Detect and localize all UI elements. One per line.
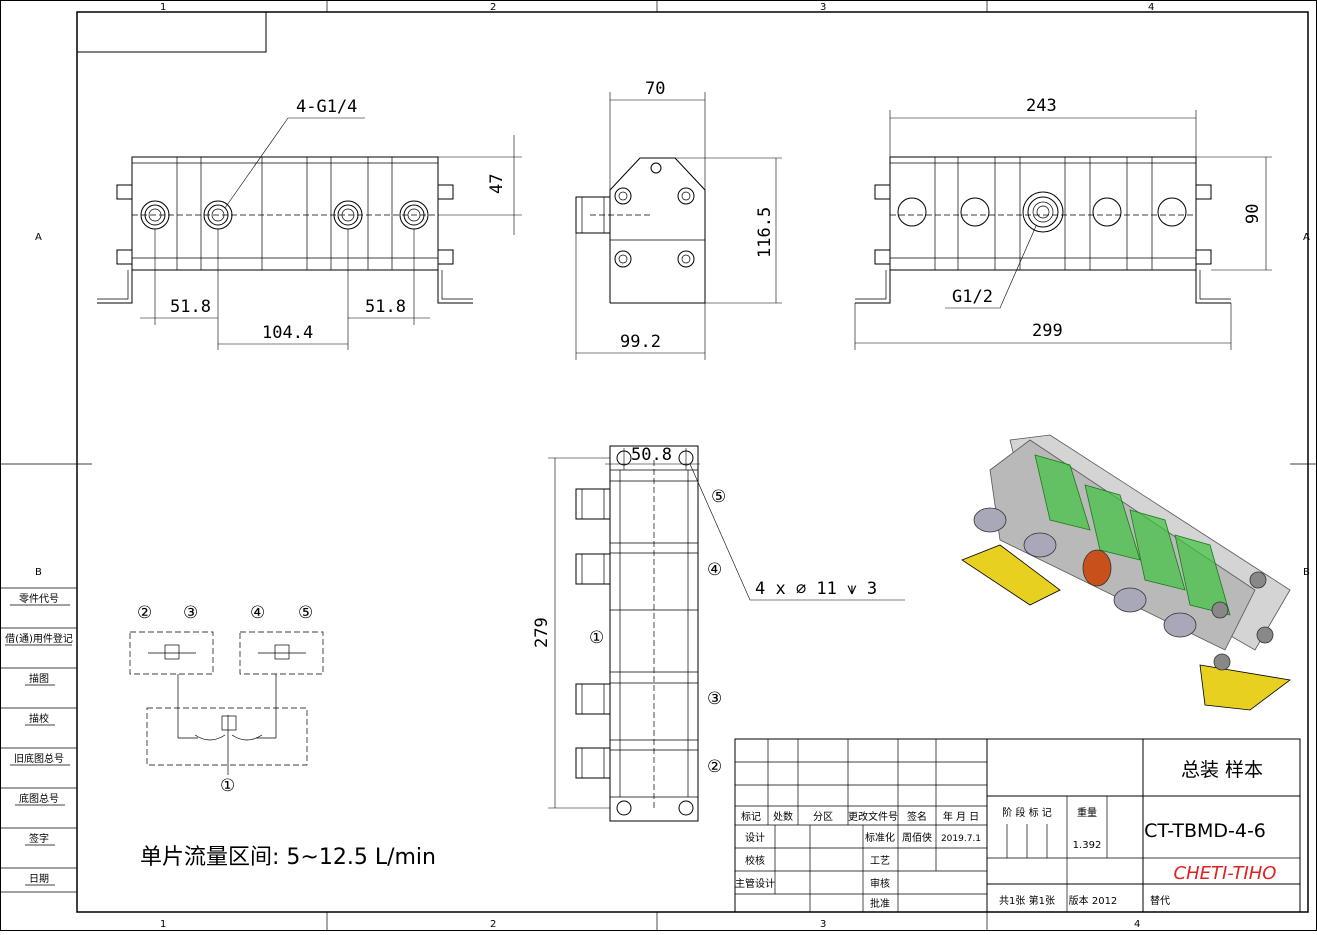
side-dim-overall-width: 99.2 xyxy=(620,332,661,352)
side-view: 70 116.5 99.2 xyxy=(575,79,782,360)
side-dim-width: 70 xyxy=(645,79,665,99)
front-dim-center-pitch: 104.4 xyxy=(262,323,313,343)
tb-header-change-doc: 更改文件号 xyxy=(848,810,898,823)
front-view: 4-G1/4 47 51.8 51.8 104.4 xyxy=(97,97,522,350)
bottom-view: 50.8 279 4 x ⌀ 11 ⩛ 3 ⑤ ④ ① ③ ② xyxy=(532,445,905,822)
zone-number-4-bottom: 4 xyxy=(1134,919,1140,930)
zone-letter-b-right: B xyxy=(1303,567,1310,578)
tb-designer-date: 2019.7.1 xyxy=(941,834,981,844)
tb-header-date: 年 月 日 xyxy=(943,810,979,823)
front-dim-right-pitch: 51.8 xyxy=(365,297,406,317)
zone-number-4: 4 xyxy=(1148,2,1154,13)
bottom-dim-hole-spacing: 50.8 xyxy=(631,445,672,465)
strip-base-number: 底图总号 xyxy=(19,792,59,805)
tb-header-count: 处数 xyxy=(773,810,793,823)
tb-replace-label: 替代 xyxy=(1150,894,1170,907)
tb-designer-name: 周佰侠 xyxy=(902,831,932,844)
zone-number-2: 2 xyxy=(490,2,496,13)
tb-version: 版本 2012 xyxy=(1069,894,1118,907)
zone-number-3: 3 xyxy=(820,2,826,13)
side-strip: 零件代号 借(通)用件登记 描图 描校 旧底图总号 底图总号 签字 日期 xyxy=(0,587,77,893)
zone-letter-b: B xyxy=(35,567,42,578)
schematic-label-4: ④ xyxy=(250,603,265,623)
strip-tracing: 描图 xyxy=(29,672,49,685)
tb-process-label: 工艺 xyxy=(870,855,890,867)
bottom-marker-4: ④ xyxy=(707,560,722,580)
bottom-hole-note: 4 x ⌀ 11 ⩛ 3 xyxy=(755,579,877,599)
tb-header-zone: 分区 xyxy=(813,811,833,823)
isometric-render xyxy=(961,434,1291,711)
schematic-label-3: ③ xyxy=(183,603,198,623)
tb-header-signature: 签名 xyxy=(907,810,927,823)
strip-trace-check: 描校 xyxy=(29,712,49,725)
bottom-marker-3: ③ xyxy=(707,689,722,709)
schematic-label-2: ② xyxy=(137,603,152,623)
bottom-dim-length: 279 xyxy=(532,617,552,648)
tb-weight-value: 1.392 xyxy=(1073,840,1102,851)
schematic-label-5: ⑤ xyxy=(298,603,313,623)
strip-borrowed-parts: 借(通)用件登记 xyxy=(5,632,73,645)
rear-dim-overall-length: 299 xyxy=(1032,321,1063,341)
tb-weight-label: 重量 xyxy=(1077,806,1097,819)
bottom-marker-5: ⑤ xyxy=(711,487,726,507)
tb-role-manager: 主管设计 xyxy=(735,877,775,890)
schematic-label-1: ① xyxy=(220,776,235,796)
tb-drawing-title: 总装 样本 xyxy=(1181,759,1263,781)
flow-note: 单片流量区间: 5~12.5 L/min xyxy=(140,845,436,870)
hydraulic-schematic: ② ③ ④ ⑤ ① xyxy=(129,603,324,796)
rear-dim-length: 243 xyxy=(1026,96,1057,116)
tb-sheets: 共1张 第1张 xyxy=(999,894,1055,907)
tb-drawing-number: CT-TBMD-4-6 xyxy=(1144,820,1266,842)
bottom-marker-2: ② xyxy=(707,757,722,777)
tb-role-designer: 设计 xyxy=(745,831,765,844)
bottom-marker-1: ① xyxy=(589,628,604,648)
rear-dim-height: 90 xyxy=(1243,204,1263,224)
tb-std-label: 标准化 xyxy=(865,831,895,844)
strip-signature: 签字 xyxy=(29,832,49,845)
front-dim-height: 47 xyxy=(487,174,507,194)
tb-company: CHETI-TIHO xyxy=(1174,863,1277,884)
strip-part-code: 零件代号 xyxy=(19,593,59,605)
title-block: 标记 处数 分区 更改文件号 签名 年 月 日 设计 标准化 周佰侠 2019.… xyxy=(734,738,1301,913)
tb-header-mark: 标记 xyxy=(741,811,761,823)
side-dim-height: 116.5 xyxy=(755,207,775,258)
rear-port-label: G1/2 xyxy=(952,287,993,307)
rear-view: G1/2 243 90 299 xyxy=(854,96,1272,350)
tb-approve-label: 批准 xyxy=(870,897,890,910)
tb-stage-label: 阶 段 标 记 xyxy=(1002,806,1052,819)
zone-letter-a: A xyxy=(35,232,42,243)
zone-number-2-bottom: 2 xyxy=(490,919,496,930)
front-dim-left-pitch: 51.8 xyxy=(170,297,211,317)
zone-number-3-bottom: 3 xyxy=(820,919,826,930)
strip-old-base-number: 旧底图总号 xyxy=(14,752,64,765)
zone-number-1-bottom: 1 xyxy=(160,919,166,930)
strip-date: 日期 xyxy=(29,873,49,885)
zone-number-1: 1 xyxy=(160,2,166,13)
tb-review-label: 审核 xyxy=(870,877,890,890)
front-port-label: 4-G1/4 xyxy=(296,97,357,117)
zone-letter-a-right: A xyxy=(1303,232,1310,243)
tb-role-check: 校核 xyxy=(745,854,765,867)
